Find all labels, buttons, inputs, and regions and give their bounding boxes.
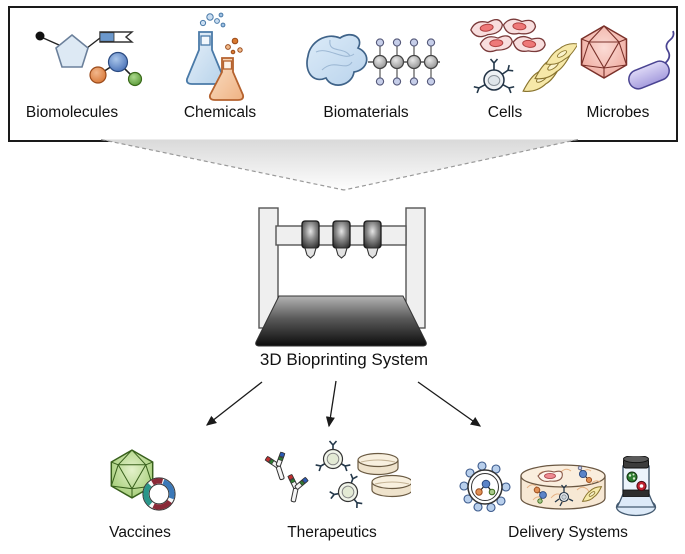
vaccines-group xyxy=(102,448,187,516)
output-arrows xyxy=(205,380,482,428)
liposome-scaffold-canister-icon xyxy=(459,456,657,517)
print-bed xyxy=(255,295,427,347)
funnel-shape xyxy=(100,139,579,191)
system-label: 3D Bioprinting System xyxy=(259,350,429,369)
microbes-label: Microbes xyxy=(586,104,650,121)
cells-label: Cells xyxy=(487,104,523,121)
liposome-icon xyxy=(459,461,511,513)
biomolecules-group xyxy=(30,22,150,100)
chemicals-group xyxy=(162,10,262,102)
hydrogel-and-polymer-icon xyxy=(306,33,440,86)
delivery-systems-label: Delivery Systems xyxy=(508,524,628,541)
scaffold-dish-icon xyxy=(520,464,606,510)
arrow-to-therapeutics xyxy=(325,380,337,428)
tablet-icon xyxy=(357,452,399,476)
therapeutics-group xyxy=(256,440,411,514)
biomaterials-label: Biomaterials xyxy=(323,104,409,121)
therapeutics-label: Therapeutics xyxy=(287,524,377,541)
arrow-to-vaccines xyxy=(205,381,263,426)
antibody-icon xyxy=(263,450,293,484)
cells-icon xyxy=(469,17,577,98)
delivery-systems-group xyxy=(458,456,668,520)
chemicals-label: Chemicals xyxy=(183,104,257,121)
antibody-icon xyxy=(282,473,310,505)
arrow-to-delivery-systems xyxy=(417,381,482,427)
nucleotide-and-molecule-icon xyxy=(35,31,143,87)
canister-icon xyxy=(615,456,657,517)
print-heads xyxy=(301,220,382,259)
nanoparticle-conjugate-icon xyxy=(316,441,351,471)
plasmid-icon xyxy=(142,477,176,511)
virus-and-bacterium-icon xyxy=(580,25,675,90)
biomolecules-label: Biomolecules xyxy=(25,104,119,121)
microbes-group xyxy=(572,18,677,98)
nanoparticle-conjugate-icon xyxy=(328,469,371,509)
cells-group xyxy=(452,14,577,102)
biomaterials-group xyxy=(300,28,442,98)
vaccines-label: Vaccines xyxy=(109,524,171,541)
flasks-icon xyxy=(185,12,245,101)
tablet-icon xyxy=(371,474,411,498)
virus-capsid-and-plasmid-icon xyxy=(110,449,176,511)
inputs-box: Biomolecules xyxy=(8,6,678,142)
bioprinter-icon xyxy=(255,207,427,347)
antibodies-nanoparticles-tablets-icon xyxy=(263,440,411,514)
